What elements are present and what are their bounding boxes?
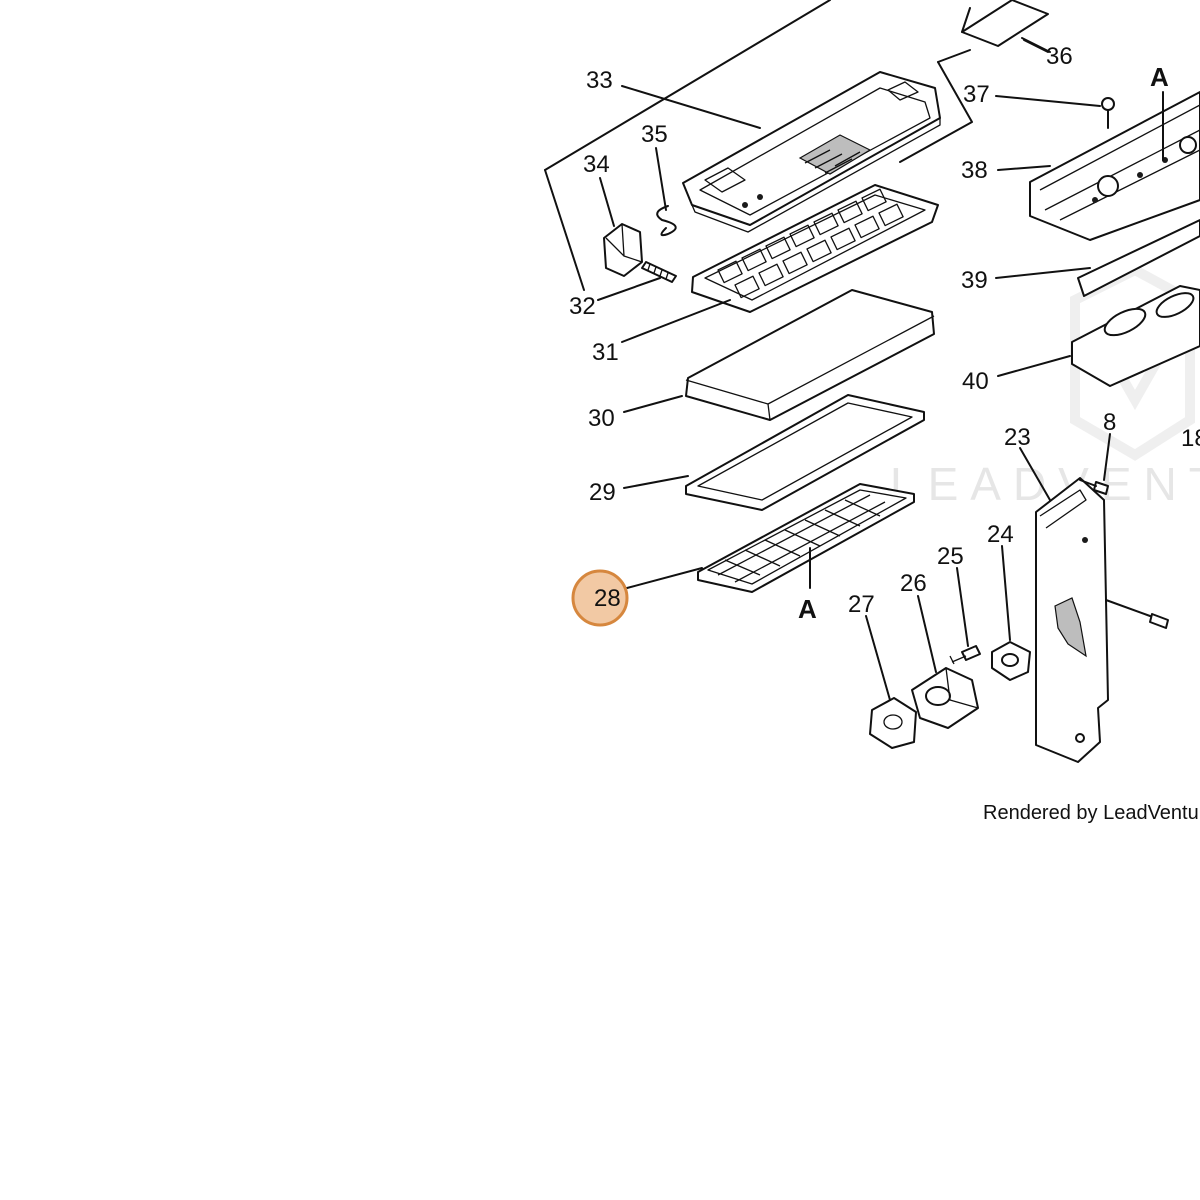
callout-28[interactable]: 28 [594, 585, 621, 612]
part-29-plate [685, 394, 925, 511]
callout-24[interactable]: 24 [987, 521, 1014, 548]
callout-25[interactable]: 25 [937, 543, 964, 570]
callout-26[interactable]: 26 [900, 570, 927, 597]
callout-38[interactable]: 38 [961, 157, 988, 184]
reference-letter-a-top: A [1150, 62, 1169, 92]
callout-34[interactable]: 34 [583, 151, 610, 178]
part-30-filter-pad [685, 289, 935, 421]
part-18-screw [1105, 599, 1169, 629]
part-38-frame [1029, 91, 1200, 241]
callout-18[interactable]: 18 [1181, 425, 1200, 452]
part-24-washer [991, 641, 1031, 681]
part-40-base-plate [1071, 285, 1200, 387]
callout-28-highlight[interactable] [571, 569, 629, 627]
part-25-bolt [949, 645, 981, 665]
part-28-mesh-screen [697, 483, 915, 593]
callout-31[interactable]: 31 [592, 339, 619, 366]
callout-36[interactable]: 36 [1046, 43, 1073, 70]
part-39-gasket [1077, 219, 1200, 297]
callout-29[interactable]: 29 [589, 479, 616, 506]
part-33-upper-housing [682, 71, 941, 233]
part-26-intake-body [911, 667, 979, 729]
leader-lines [597, 39, 1111, 701]
bracket-line-top [544, 0, 831, 171]
callout-33[interactable]: 33 [586, 67, 613, 94]
render-credit: Rendered by LeadVenture, [983, 802, 1200, 824]
part-32-pin [641, 261, 677, 283]
watermark-text: LEADVENTURE [890, 458, 1200, 510]
callout-39[interactable]: 39 [961, 267, 988, 294]
callout-40[interactable]: 40 [962, 368, 989, 395]
callout-37[interactable]: 37 [963, 81, 990, 108]
reference-letter-a-bottom: A [798, 594, 817, 624]
part-37-screw [1101, 97, 1115, 129]
part-8-screw [1079, 479, 1109, 495]
callout-23[interactable]: 23 [1004, 424, 1031, 451]
bracket-line-left [544, 169, 585, 291]
callout-30[interactable]: 30 [588, 405, 615, 432]
part-35-clip [656, 205, 677, 237]
part-34-knob [603, 223, 643, 277]
callout-8[interactable]: 8 [1103, 409, 1116, 436]
part-23-bracket [1035, 477, 1109, 763]
callout-32[interactable]: 32 [569, 293, 596, 320]
callout-27[interactable]: 27 [848, 591, 875, 618]
part-31-grid-tray [691, 184, 939, 313]
callout-35[interactable]: 35 [641, 121, 668, 148]
part-27-gasket [869, 697, 917, 749]
